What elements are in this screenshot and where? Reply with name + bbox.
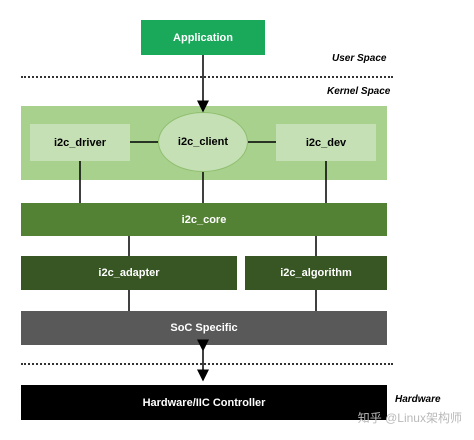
user-kernel-separator <box>21 76 393 78</box>
i2c-core-box: i2c_core <box>21 203 387 236</box>
i2c-driver-box: i2c_driver <box>30 124 130 161</box>
watermark: 知乎 @Linux架构师 <box>357 411 462 425</box>
i2c-algorithm-box: i2c_algorithm <box>245 256 387 290</box>
hardware-label: Hardware <box>395 394 441 405</box>
hardware-controller-box: Hardware/IIC Controller <box>21 385 387 420</box>
soc-specific-box: SoC Specific <box>21 311 387 345</box>
i2c-adapter-box: i2c_adapter <box>21 256 237 290</box>
i2c-dev-box: i2c_dev <box>276 124 376 161</box>
user-space-label: User Space <box>332 53 387 64</box>
application-box: Application <box>141 20 265 55</box>
i2c-client-ellipse: i2c_client <box>158 112 248 172</box>
kernel-space-label: Kernel Space <box>327 86 391 97</box>
